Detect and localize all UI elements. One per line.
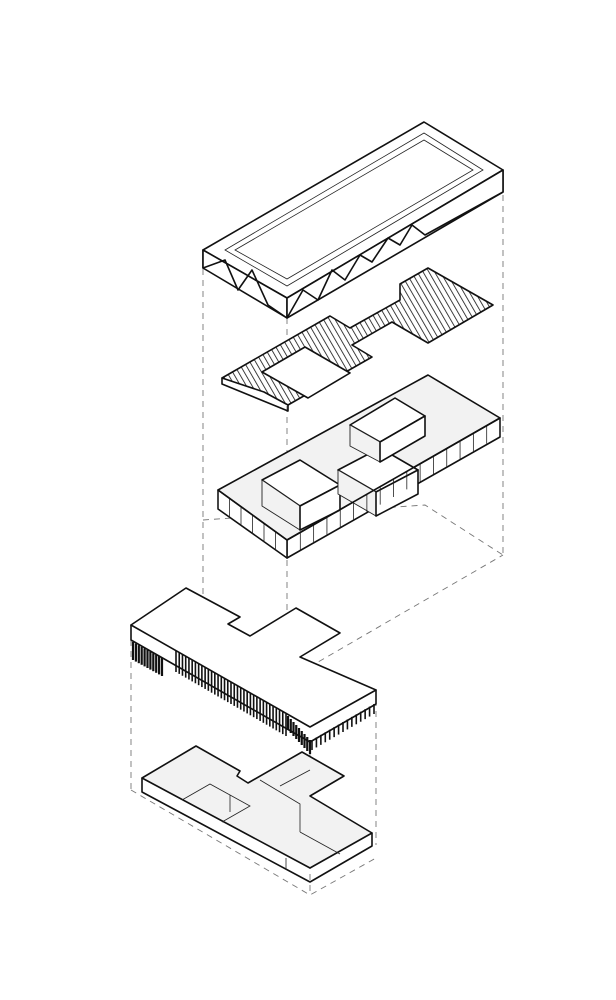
cantilevered-slab-layer [130,587,377,754]
slab-fins [131,642,375,754]
glazed-volume-layer [217,374,501,559]
foundation-plan-layer [141,745,373,883]
foundation-walls [181,769,341,870]
interior-boxes [261,397,426,531]
sawtooth-roof-layer [202,121,504,319]
slatted-ceiling-layer [221,267,494,412]
glass-mullions [217,418,501,559]
roof-sawtooth-profile [202,169,504,319]
